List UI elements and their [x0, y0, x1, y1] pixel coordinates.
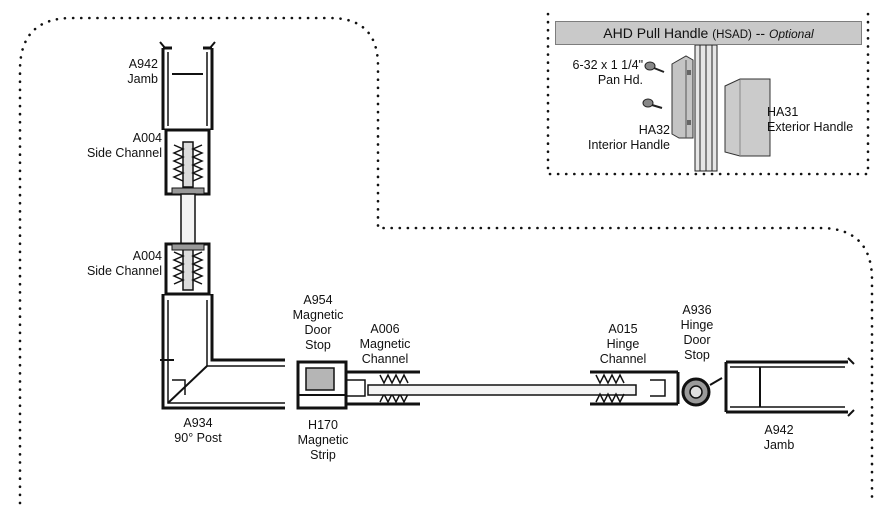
ha32-handle-drawing: [671, 55, 694, 139]
jamb-top-label: A942 Jamb: [80, 57, 158, 87]
header-optional: Optional: [768, 27, 814, 41]
hinge-stop-line-3: Stop: [684, 348, 710, 362]
mag-strip-label: H170 Magnetic Strip: [288, 418, 358, 463]
jamb-right-label: A942 Jamb: [752, 423, 806, 453]
header-separator: --: [755, 25, 766, 41]
screw-size: 6-32 x 1 1/4": [572, 58, 643, 72]
glass-horizontal: [367, 384, 637, 396]
mag-channel-line-2: Channel: [361, 352, 409, 366]
hinge-channel: [590, 370, 680, 406]
side-channel-lower-code: A004: [132, 249, 162, 263]
glass-vertical: [180, 193, 196, 245]
jamb-top-code: A942: [128, 57, 158, 71]
screw-icons: [642, 61, 665, 109]
hinge-stop-line-2: Door: [683, 333, 711, 347]
pull-handle-title: AHD Pull Handle (HSAD) -- Optional: [556, 25, 861, 41]
post-code: A934: [183, 416, 213, 430]
side-channel-upper-name: Side Channel: [86, 146, 162, 160]
door-stop-line-3: Stop: [305, 338, 331, 352]
ha32-label: HA32 Interior Handle: [568, 123, 670, 153]
hinge-channel-label: A015 Hinge Channel: [588, 322, 658, 367]
mag-strip-line-2: Strip: [310, 448, 336, 462]
side-channel-lower: [164, 242, 211, 296]
dotted-boundary: [18, 16, 874, 505]
screw-label: 6-32 x 1 1/4" Pan Hd.: [551, 58, 643, 88]
post-name: 90° Post: [174, 431, 222, 445]
header-code: (HSAD): [712, 29, 752, 41]
inset-dotted-box: [546, 12, 870, 176]
inset-door-frame: [694, 44, 718, 172]
hinge-stop-code: A936: [682, 303, 712, 317]
jamb-right-name: Jamb: [763, 438, 795, 452]
side-channel-lower-name: Side Channel: [86, 264, 162, 278]
hinge-channel-line-1: Hinge: [606, 337, 640, 351]
jamb-right-code: A942: [764, 423, 794, 437]
door-stop-line-2: Door: [304, 323, 332, 337]
mag-channel-line-1: Magnetic: [359, 337, 411, 351]
side-channel-upper: [164, 128, 211, 196]
mag-strip-line-1: Magnetic: [297, 433, 349, 447]
ha32-code: HA32: [638, 123, 670, 137]
screw-type: Pan Hd.: [597, 73, 643, 87]
ha32-name: Interior Handle: [588, 138, 670, 152]
jamb-top-name: Jamb: [127, 72, 158, 86]
mag-channel-label: A006 Magnetic Channel: [345, 322, 425, 367]
ha31-code: HA31: [767, 105, 799, 119]
jamb-right-profile: [724, 357, 855, 417]
door-stop-code: A954: [303, 293, 333, 307]
pull-handle-header: AHD Pull Handle (HSAD) -- Optional: [555, 21, 862, 45]
jamb-top-profile: [159, 41, 216, 130]
magnetic-door-stop: [296, 360, 348, 410]
ha31-name: Exterior Handle: [767, 120, 854, 134]
post-label: A934 90° Post: [158, 416, 238, 446]
side-channel-upper-label: A004 Side Channel: [60, 131, 162, 161]
side-channel-lower-label: A004 Side Channel: [60, 249, 162, 279]
hinge-stop-label: A936 Hinge Door Stop: [670, 303, 724, 363]
hinge-stop-line-1: Hinge: [680, 318, 714, 332]
hinge-door-stop: [681, 377, 723, 407]
door-stop-label: A954 Magnetic Door Stop: [283, 293, 353, 353]
side-channel-upper-code: A004: [132, 131, 162, 145]
mag-channel-code: A006: [370, 322, 400, 336]
hinge-channel-line-2: Channel: [599, 352, 647, 366]
mag-strip-code: H170: [308, 418, 338, 432]
corner-post-profile: [160, 294, 285, 410]
ha31-handle-drawing: [724, 78, 771, 157]
hinge-channel-code: A015: [608, 322, 638, 336]
header-title: AHD Pull Handle: [603, 25, 709, 41]
ha31-label: HA31 Exterior Handle: [767, 105, 853, 135]
door-stop-line-1: Magnetic: [292, 308, 344, 322]
